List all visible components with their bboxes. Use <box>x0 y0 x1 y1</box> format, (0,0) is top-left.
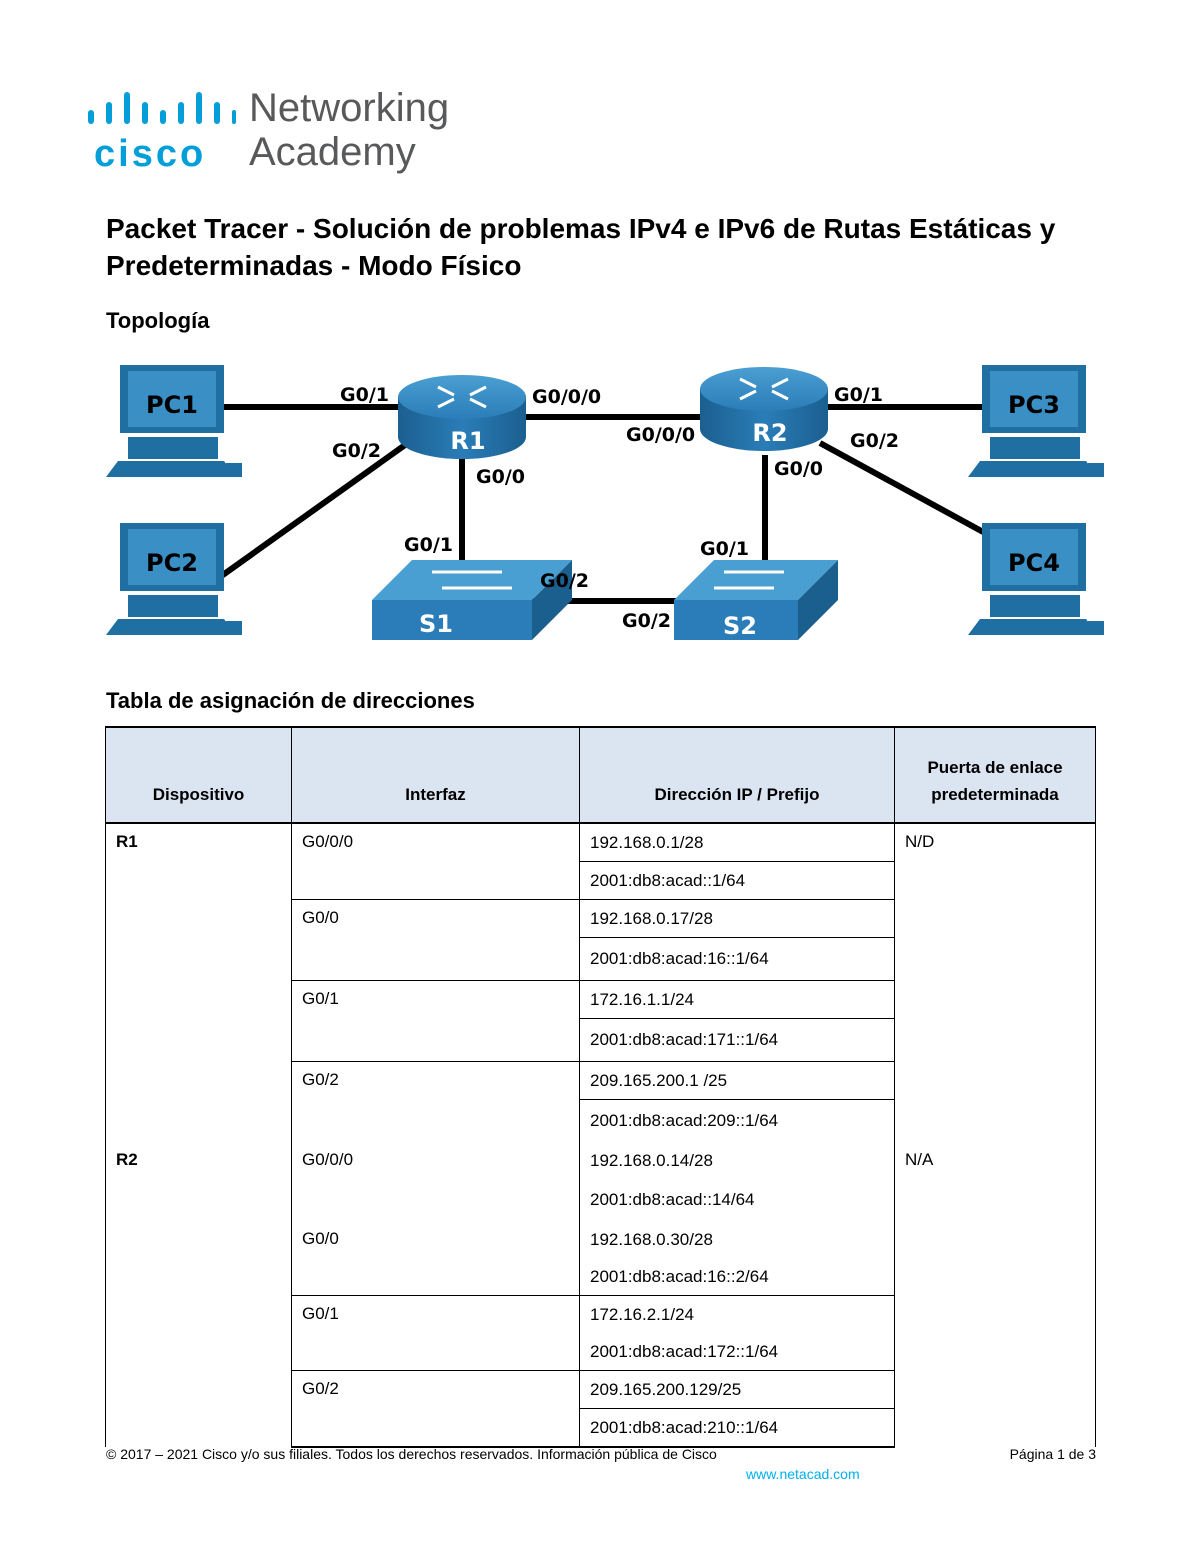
header-gateway: Puerta de enlace predeterminada <box>894 726 1096 824</box>
ipv6-cell: 2001:db8:acad:171::1/64 <box>579 1018 895 1062</box>
links <box>218 404 987 604</box>
table-row: 2001:db8:acad::14/64 <box>106 1179 1096 1221</box>
page-title: Packet Tracer - Solución de problemas IP… <box>106 213 1056 281</box>
port-label-r1-g02: G0/2 <box>332 440 381 462</box>
pc2: PC2 <box>106 523 242 635</box>
pc1-label: PC1 <box>146 391 198 419</box>
header-interface: Interfaz <box>291 726 580 824</box>
port-label-s1-g02: G0/2 <box>540 570 589 592</box>
s1-label: S1 <box>419 610 453 638</box>
interface-cell: G0/1 <box>291 1295 580 1371</box>
port-label-r1-g00: G0/0 <box>476 466 525 488</box>
ipv6-cell: 2001:db8:acad::1/64 <box>579 861 895 900</box>
table-header-row: Dispositivo Interfaz Dirección IP / Pref… <box>105 726 1096 824</box>
topology-heading: Topología <box>106 308 210 333</box>
table-row: 2001:db8:acad:171::1/64 <box>106 1018 1096 1062</box>
ipv4-cell: 172.16.2.1/24 <box>579 1295 895 1333</box>
s2-label: S2 <box>723 612 757 640</box>
port-label-r1-g000: G0/0/0 <box>532 386 601 408</box>
header-ip: Dirección IP / Prefijo <box>579 726 895 824</box>
link-r2-pc4 <box>818 440 987 536</box>
table-row: R2 G0/0/0 192.168.0.14/28 N/A <box>105 1142 1096 1447</box>
interface-cell: G0/2 <box>291 1370 580 1448</box>
cisco-networking-academy-logo: cisco Networking Academy <box>86 86 466 178</box>
device-cell-r1: R1 <box>105 823 292 1142</box>
interface-cell: G0/0/0 <box>291 823 580 900</box>
table-row: G0/2 209.165.200.129/25 <box>106 1370 1096 1448</box>
ipv6-cell: 2001:db8:acad::14/64 <box>579 1179 895 1221</box>
ipv6-cell: 2001:db8:acad:209::1/64 <box>579 1099 895 1142</box>
ipv4-cell: 192.168.0.14/28 <box>579 1142 895 1179</box>
topology-diagram: PC1 PC2 PC3 PC4 R1 <box>106 365 1104 640</box>
port-label-s2-g02: G0/2 <box>622 610 671 632</box>
interface-cell: G0/1 <box>291 980 580 1062</box>
ipv4-cell: 192.168.0.17/28 <box>579 899 895 938</box>
table-row: 2001:db8:acad::1/64 <box>106 861 1096 900</box>
table-row: 2001:db8:acad:16::1/64 <box>106 937 1096 981</box>
logo-line-networking: Networking <box>249 86 450 130</box>
r1-label: R1 <box>450 427 485 455</box>
logo-title: Networking Academy <box>249 86 449 174</box>
table-row: 2001:db8:acad:209::1/64 <box>106 1099 1096 1142</box>
port-label-r1-g01: G0/1 <box>340 384 389 406</box>
table-row: 2001:db8:acad:210::1/64 <box>106 1408 1096 1448</box>
port-label-r2-g02: G0/2 <box>850 430 899 452</box>
pc2-label: PC2 <box>146 549 198 577</box>
table-row: 2001:db8:acad:172::1/64 <box>106 1333 1096 1371</box>
port-label-r2-g01: G0/1 <box>834 384 883 406</box>
table-row: G0/0 192.168.0.17/28 <box>106 899 1096 981</box>
port-label-r2-g000: G0/0/0 <box>626 424 695 446</box>
interface-cell: G0/0 <box>291 899 580 981</box>
logo-line-academy: Academy <box>249 130 416 174</box>
table-row: G0/0 192.168.0.30/28 <box>106 1221 1096 1296</box>
pc3: PC3 <box>968 365 1104 477</box>
ipv4-cell: 192.168.0.1/28 <box>579 823 895 862</box>
pc3-label: PC3 <box>1008 391 1060 419</box>
s1-switch-icon <box>372 560 572 600</box>
port-label-r2-g00: G0/0 <box>774 458 823 480</box>
gateway-cell-r1: N/D <box>894 823 1096 1142</box>
cisco-bars-icon: cisco <box>88 92 236 175</box>
ipv6-cell: 2001:db8:acad:16::1/64 <box>579 937 895 981</box>
footer-page-number: Página 1 de 3 <box>1009 1446 1096 1462</box>
port-label-s2-g01: G0/1 <box>700 538 749 560</box>
ipv4-cell: 209.165.200.1 /25 <box>579 1061 895 1100</box>
interface-cell: G0/0/0 <box>291 1142 580 1221</box>
device-cell-r2: R2 <box>105 1142 292 1447</box>
table-row: G0/1 172.16.2.1/24 <box>106 1295 1096 1371</box>
ipv6-cell: 2001:db8:acad:16::2/64 <box>579 1258 895 1296</box>
pc4: PC4 <box>968 523 1104 635</box>
ipv6-cell: 2001:db8:acad:210::1/64 <box>579 1408 895 1448</box>
addressing-table: Dispositivo Interfaz Dirección IP / Pref… <box>105 726 1096 1448</box>
table-row: R1 G0/0/0 192.168.0.1/28 N/D <box>105 823 1096 1142</box>
switch-s2: S2 <box>674 560 838 640</box>
router-r1: R1 <box>398 375 526 459</box>
ipv4-cell: 172.16.1.1/24 <box>579 980 895 1019</box>
addressing-table-heading: Tabla de asignación de direcciones <box>106 688 475 713</box>
s2-switch-icon <box>674 560 838 600</box>
link-pc2-r1 <box>218 442 407 580</box>
pc1: PC1 <box>106 365 242 477</box>
table-row: G0/2 209.165.200.1 /25 <box>106 1061 1096 1142</box>
table-row: G0/1 172.16.1.1/24 <box>106 980 1096 1062</box>
ipv4-cell: 192.168.0.30/28 <box>579 1221 895 1258</box>
header-device: Dispositivo <box>105 726 292 824</box>
interface-cell: G0/2 <box>291 1061 580 1142</box>
gateway-cell-r2: N/A <box>894 1142 1096 1447</box>
router-r2: R2 <box>700 367 828 451</box>
interface-cell: G0/0 <box>291 1221 580 1296</box>
port-label-s1-g01: G0/1 <box>404 534 453 556</box>
ipv6-cell: 2001:db8:acad:172::1/64 <box>579 1333 895 1371</box>
ipv4-cell: 209.165.200.129/25 <box>579 1370 895 1409</box>
r2-label: R2 <box>752 419 787 447</box>
table-row: 2001:db8:acad:16::2/64 <box>106 1258 1096 1296</box>
switch-s1: S1 <box>372 560 572 640</box>
footer-copyright: © 2017 – 2021 Cisco y/o sus filiales. To… <box>106 1446 717 1462</box>
cisco-wordmark: cisco <box>94 133 206 175</box>
footer-url-link[interactable]: www.netacad.com <box>746 1466 860 1482</box>
pc4-label: PC4 <box>1008 549 1060 577</box>
